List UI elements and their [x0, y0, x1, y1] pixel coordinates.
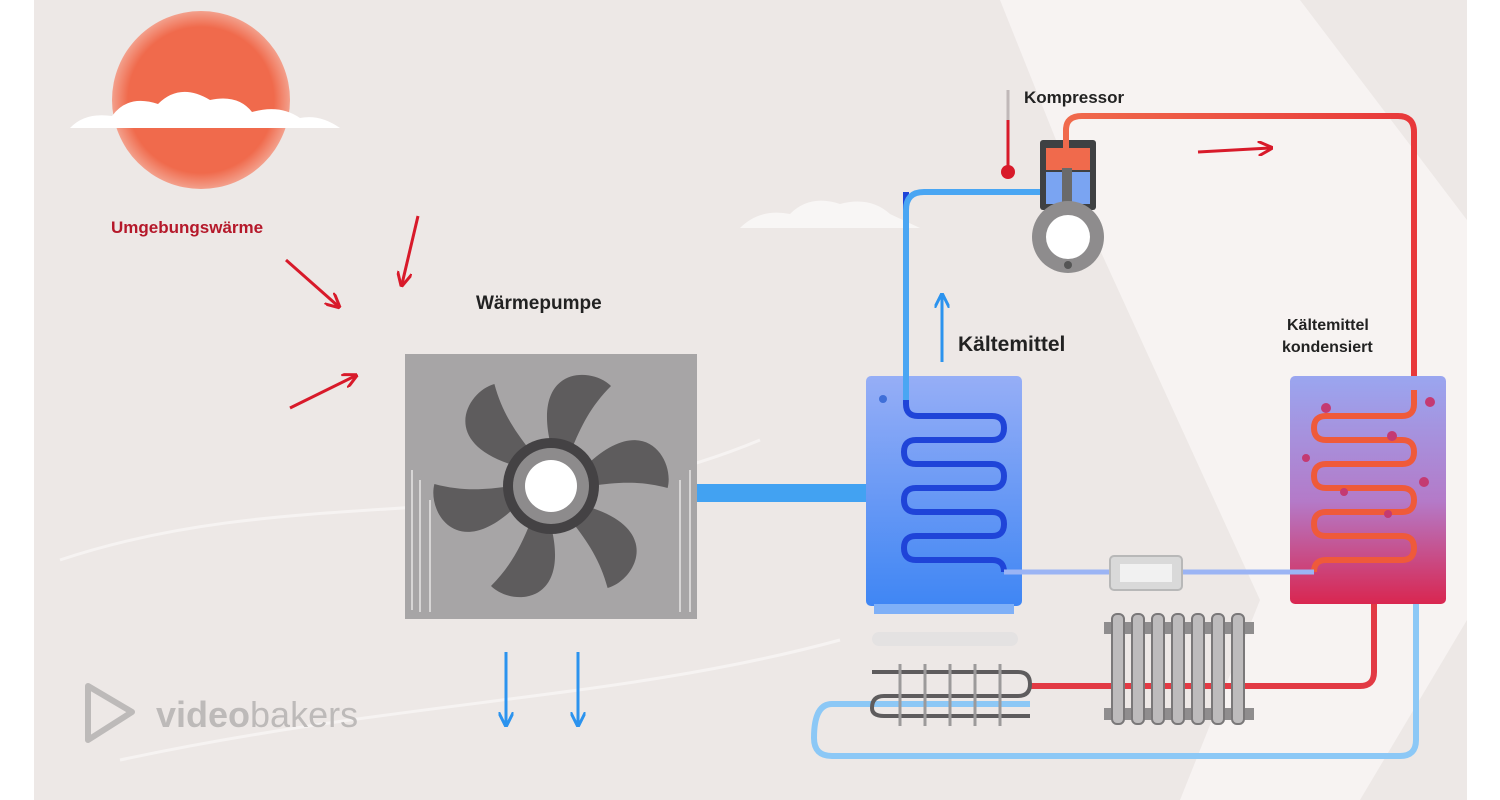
thermometer-icon	[1001, 90, 1015, 179]
sun-icon	[70, 11, 340, 189]
ambient-heat-label: Umgebungswärme	[111, 218, 263, 237]
compressor-label: Kompressor	[1024, 88, 1125, 107]
fan-icon	[405, 354, 697, 619]
heating-supply-pipe	[1030, 604, 1377, 689]
right-bar	[1467, 0, 1500, 800]
expansion-valve-window	[1120, 564, 1172, 582]
heating-return-pipe	[810, 604, 1419, 759]
floor-heating-coil	[869, 632, 1033, 726]
logo-text-video: video	[156, 694, 250, 735]
ambient-air-pipe	[697, 484, 867, 502]
heat-pump-label: Wärmepumpe	[476, 293, 602, 314]
refrigerant-label: Kältemittel	[958, 333, 1065, 356]
refrigerant-pipe-cold	[903, 189, 1044, 400]
cloud-icon	[740, 200, 920, 228]
condenser	[1290, 376, 1446, 604]
condensed-label-line1: Kältemittel	[1287, 317, 1369, 334]
svg-text:videobakers: videobakers	[156, 694, 358, 735]
logo-text-bakers: bakers	[250, 694, 358, 735]
evaporator	[866, 192, 1022, 614]
radiator-icon	[1104, 613, 1254, 725]
flow-arrow-hot	[1197, 148, 1270, 152]
condensed-label-line2: kondensiert	[1282, 339, 1373, 356]
heat-arrow	[289, 376, 355, 410]
heat-arrow	[285, 258, 338, 306]
background-curve	[119, 638, 841, 762]
refrigerant-pipe-hot	[1063, 113, 1417, 390]
compressor-icon	[1032, 140, 1104, 273]
heat-arrow	[402, 215, 420, 284]
left-bar	[0, 0, 34, 800]
videobakers-logo: videobakers	[85, 683, 358, 743]
